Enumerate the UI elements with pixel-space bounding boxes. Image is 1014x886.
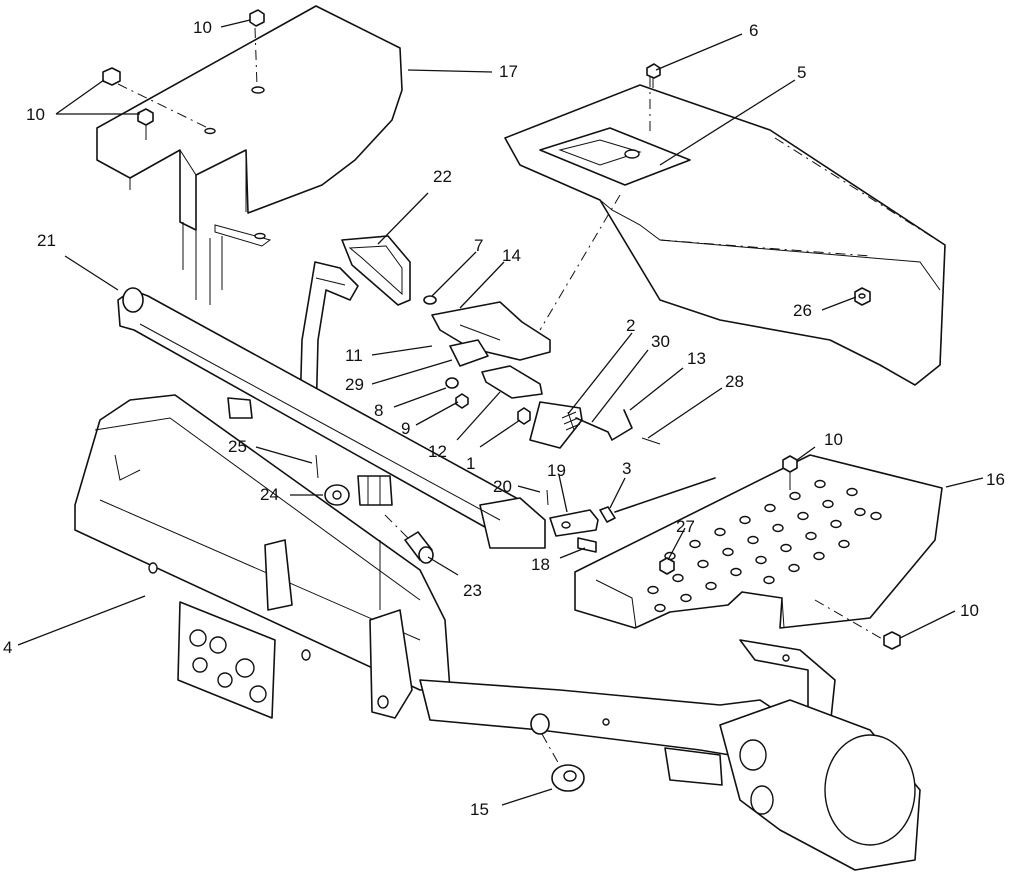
part-1-nut <box>517 407 531 425</box>
part-12-plate <box>481 365 543 399</box>
callout-20: 20 <box>493 477 512 496</box>
part-21-cross-shaft <box>117 287 546 549</box>
part-19-clevis <box>549 509 599 537</box>
part-15-bushing <box>551 764 585 792</box>
bolt-10-icon <box>782 455 901 650</box>
callout-9: 9 <box>401 419 410 438</box>
callout-28: 28 <box>725 372 744 391</box>
pedal-arm <box>299 261 359 421</box>
callout-14: 14 <box>502 246 521 265</box>
callout-30: 30 <box>651 332 670 351</box>
callout-16: 16 <box>986 470 1005 489</box>
callout-15: 15 <box>470 800 489 819</box>
footplate-holes <box>647 479 882 613</box>
callout-8: 8 <box>374 401 383 420</box>
callout-23: 23 <box>463 581 482 600</box>
callout-3: 3 <box>622 459 631 478</box>
callout-27: 27 <box>676 517 695 536</box>
callout-22: 22 <box>433 167 452 186</box>
part-26-nut <box>854 287 871 306</box>
part-16-footplate <box>574 454 943 629</box>
shaft-brackets <box>227 397 393 506</box>
callout-10: 10 <box>960 601 979 620</box>
part-29-plate <box>449 339 489 367</box>
callout-12: 12 <box>428 442 447 461</box>
part-22-pedal-pad <box>341 235 411 306</box>
callout-6: 6 <box>749 21 758 40</box>
callout-1: 1 <box>466 454 475 473</box>
part-8-washer <box>445 377 459 389</box>
part-13-rod <box>575 409 633 441</box>
bolt-6-icon <box>646 63 661 88</box>
callout-13: 13 <box>687 349 706 368</box>
part-30-spring <box>561 411 581 431</box>
callout-10: 10 <box>193 18 212 37</box>
part-20-pin <box>546 489 549 506</box>
part-17-cover <box>96 5 403 305</box>
part-24-washer <box>324 484 350 506</box>
callout-17: 17 <box>499 62 518 81</box>
part-3-rod <box>599 477 716 523</box>
callout-7: 7 <box>474 236 483 255</box>
leader-lines <box>17 19 984 806</box>
callout-2: 2 <box>626 316 635 335</box>
part-5-plate <box>504 77 946 386</box>
callout-26: 26 <box>793 301 812 320</box>
callout-25: 25 <box>228 437 247 456</box>
callout-29: 29 <box>345 375 364 394</box>
callout-11: 11 <box>345 346 363 365</box>
callout-5: 5 <box>797 63 806 82</box>
callout-4: 4 <box>3 638 12 657</box>
part-28-pin <box>641 437 661 445</box>
callout-10: 10 <box>26 105 45 124</box>
part-27-bolt <box>659 557 675 575</box>
part-4-frame <box>74 394 921 871</box>
callout-10: 10 <box>824 430 843 449</box>
part-14-bracket <box>431 301 551 361</box>
part-25-clip <box>315 454 319 479</box>
callout-18: 18 <box>531 555 550 574</box>
part-2-bracket <box>529 401 583 449</box>
part-7-bolt <box>423 295 437 305</box>
callout-24: 24 <box>260 485 279 504</box>
part-23-pin <box>384 514 434 564</box>
callout-labels: 10 17 10 6 5 22 21 7 14 2 30 13 26 11 29… <box>3 18 1005 819</box>
callout-21: 21 <box>37 231 56 250</box>
callout-19: 19 <box>547 461 566 480</box>
part-9-nut <box>455 393 469 409</box>
